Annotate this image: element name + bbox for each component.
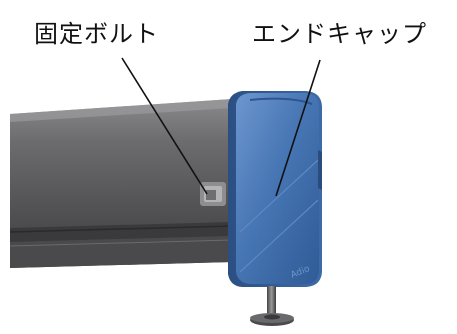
end-cap-label: エンドキャップ — [252, 20, 427, 48]
fixing-bolt-leader-line — [121, 57, 208, 195]
end-cap-leader-line — [275, 59, 321, 197]
support-stand — [250, 286, 294, 326]
fixing-bolt-label: 固定ボルト — [34, 20, 159, 48]
fixing-bolt — [200, 182, 226, 206]
screen-housing — [9, 99, 233, 268]
end-cap: Adio — [228, 91, 322, 287]
